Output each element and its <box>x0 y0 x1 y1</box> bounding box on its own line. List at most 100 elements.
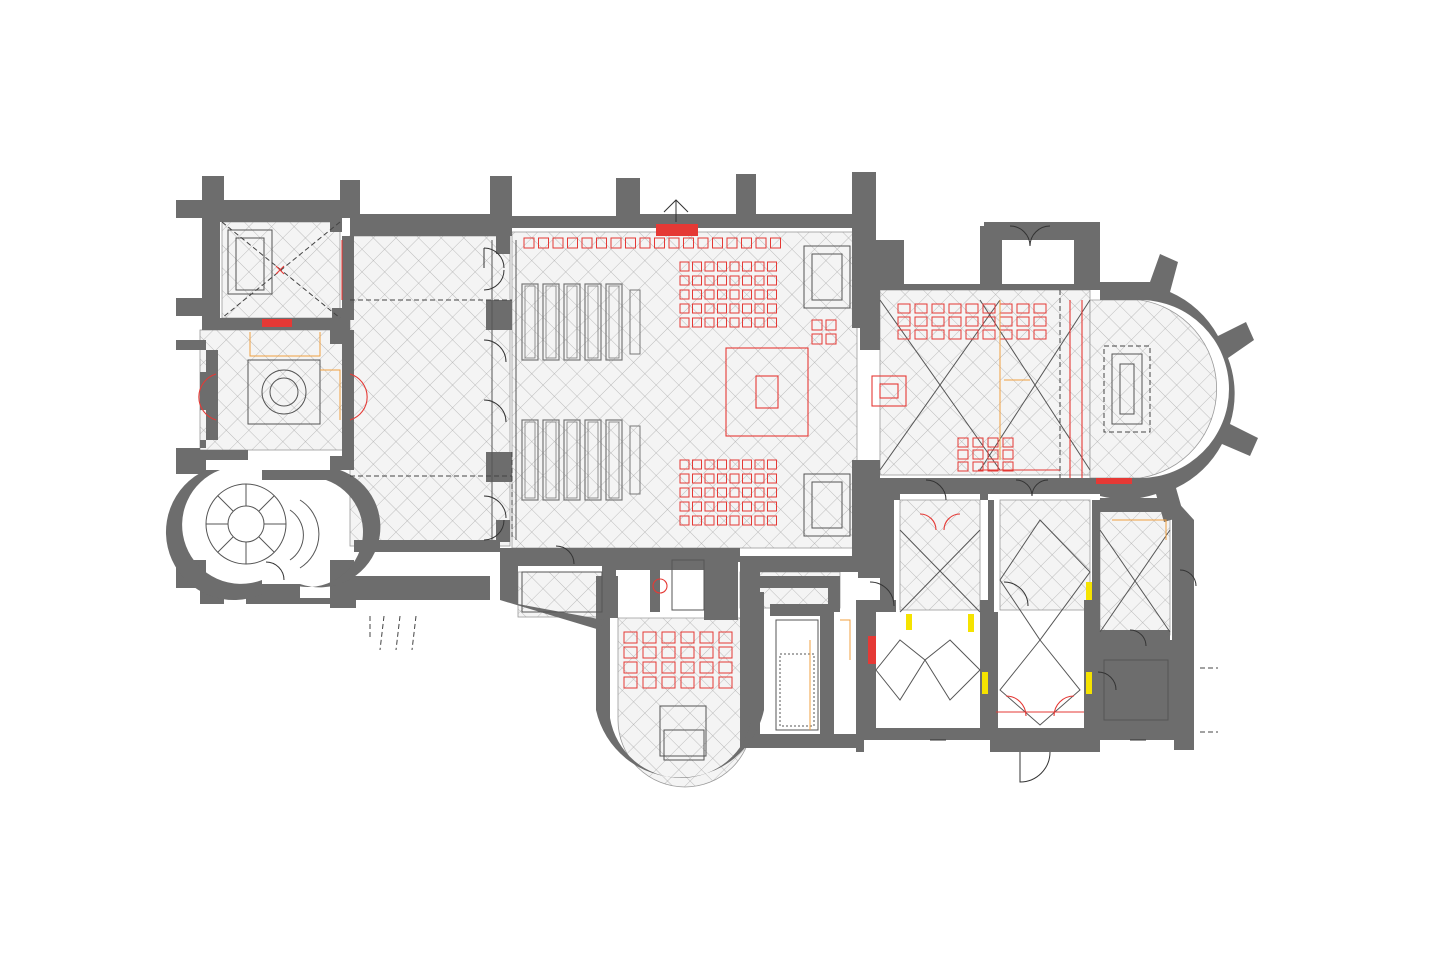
apse-platform <box>1103 345 1151 433</box>
chair-icon <box>957 449 969 460</box>
walls <box>165 172 1258 779</box>
chair-icon <box>692 289 702 300</box>
chair-icon <box>552 237 564 249</box>
crossing-floor <box>879 289 1091 476</box>
chair-icon <box>642 631 657 644</box>
chair-icon <box>897 316 911 327</box>
chair-icon <box>1016 303 1030 314</box>
sacristy-floor-2 <box>999 499 1091 611</box>
chair-icon <box>825 333 837 345</box>
chair-icon <box>931 316 945 327</box>
chair-icon <box>692 275 702 286</box>
chair-icon <box>1002 461 1014 472</box>
pew <box>605 419 623 501</box>
pew-seat <box>545 421 557 499</box>
chair-icon <box>704 261 715 272</box>
chair-icon <box>742 501 752 512</box>
chair-icon <box>982 316 996 327</box>
chair-icon <box>754 515 765 526</box>
pew-seat <box>587 285 599 359</box>
altar-table <box>755 375 779 409</box>
orange-annotations <box>249 300 1167 730</box>
apse-floor <box>1089 299 1217 479</box>
pew-seat <box>608 421 620 499</box>
chair-icon <box>692 261 702 272</box>
chair-icon <box>680 661 695 674</box>
chair-icon <box>729 473 740 484</box>
pew <box>605 283 623 361</box>
chair-icon <box>718 631 733 644</box>
chair-icon <box>639 237 651 249</box>
chair-icon <box>957 437 969 448</box>
chair-icon <box>697 237 709 249</box>
chair-icon <box>811 319 823 331</box>
chair-icon <box>717 317 727 328</box>
chair-icon <box>704 317 715 328</box>
door-swing-icon <box>198 199 1197 783</box>
chair-icon <box>754 459 765 470</box>
pew-end <box>629 289 641 355</box>
chair-icon <box>1002 449 1014 460</box>
tower-inner-room-2 <box>235 237 265 291</box>
chair-icon <box>692 459 702 470</box>
chair-icon <box>717 261 727 272</box>
chair-icon <box>712 237 723 249</box>
red-markers <box>262 224 1132 713</box>
chair-icon <box>931 329 945 340</box>
chair-icon <box>767 303 777 314</box>
chair-icon <box>679 515 690 526</box>
chair-icon <box>825 319 837 331</box>
chair-icon <box>704 473 715 484</box>
pew <box>584 283 602 361</box>
chair-icon <box>754 303 765 314</box>
chair-icon <box>1033 303 1047 314</box>
pew <box>521 283 539 361</box>
chair-icon <box>661 661 676 674</box>
chair-icon <box>914 329 928 340</box>
chair-icon <box>972 437 984 448</box>
chair-icon <box>623 661 638 674</box>
chair-icon <box>914 316 928 327</box>
chair-icon <box>957 461 969 472</box>
chair-icon <box>767 515 777 526</box>
chair-icon <box>692 501 702 512</box>
chair-icon <box>692 473 702 484</box>
chair-icon <box>680 646 695 659</box>
chair-icon <box>897 329 911 340</box>
altar-icon <box>725 347 907 437</box>
chair-icon <box>1016 316 1030 327</box>
chair-icon <box>767 289 777 300</box>
chair-icon <box>692 303 702 314</box>
chair-icon <box>948 303 962 314</box>
vestibule-floor <box>199 329 351 451</box>
chair-icon <box>642 661 657 674</box>
chair-icon <box>668 237 680 249</box>
chair-icon <box>754 473 765 484</box>
chair-icon <box>623 646 638 659</box>
chair-icon <box>742 275 752 286</box>
chair-icon <box>699 631 714 644</box>
ambo <box>871 375 907 407</box>
chair-icon <box>729 487 740 498</box>
chair-icon <box>754 275 765 286</box>
chair-icon <box>704 515 715 526</box>
nave-floor <box>511 231 858 549</box>
chair-icon <box>767 473 777 484</box>
chair-icon <box>767 275 777 286</box>
chair-icon <box>987 461 999 472</box>
chair-icon <box>704 487 715 498</box>
chair-icon <box>729 289 740 300</box>
chair-icon <box>982 329 996 340</box>
chair-icon <box>742 289 752 300</box>
chair-icon <box>729 303 740 314</box>
chair-icon <box>965 303 979 314</box>
pew <box>521 419 539 501</box>
chair-icon <box>914 303 928 314</box>
chair-icon <box>767 487 777 498</box>
chair-icon <box>972 461 984 472</box>
pew-seat <box>524 285 536 359</box>
chair-icon <box>754 487 765 498</box>
chair-icon <box>661 631 676 644</box>
chair-icon <box>717 459 727 470</box>
